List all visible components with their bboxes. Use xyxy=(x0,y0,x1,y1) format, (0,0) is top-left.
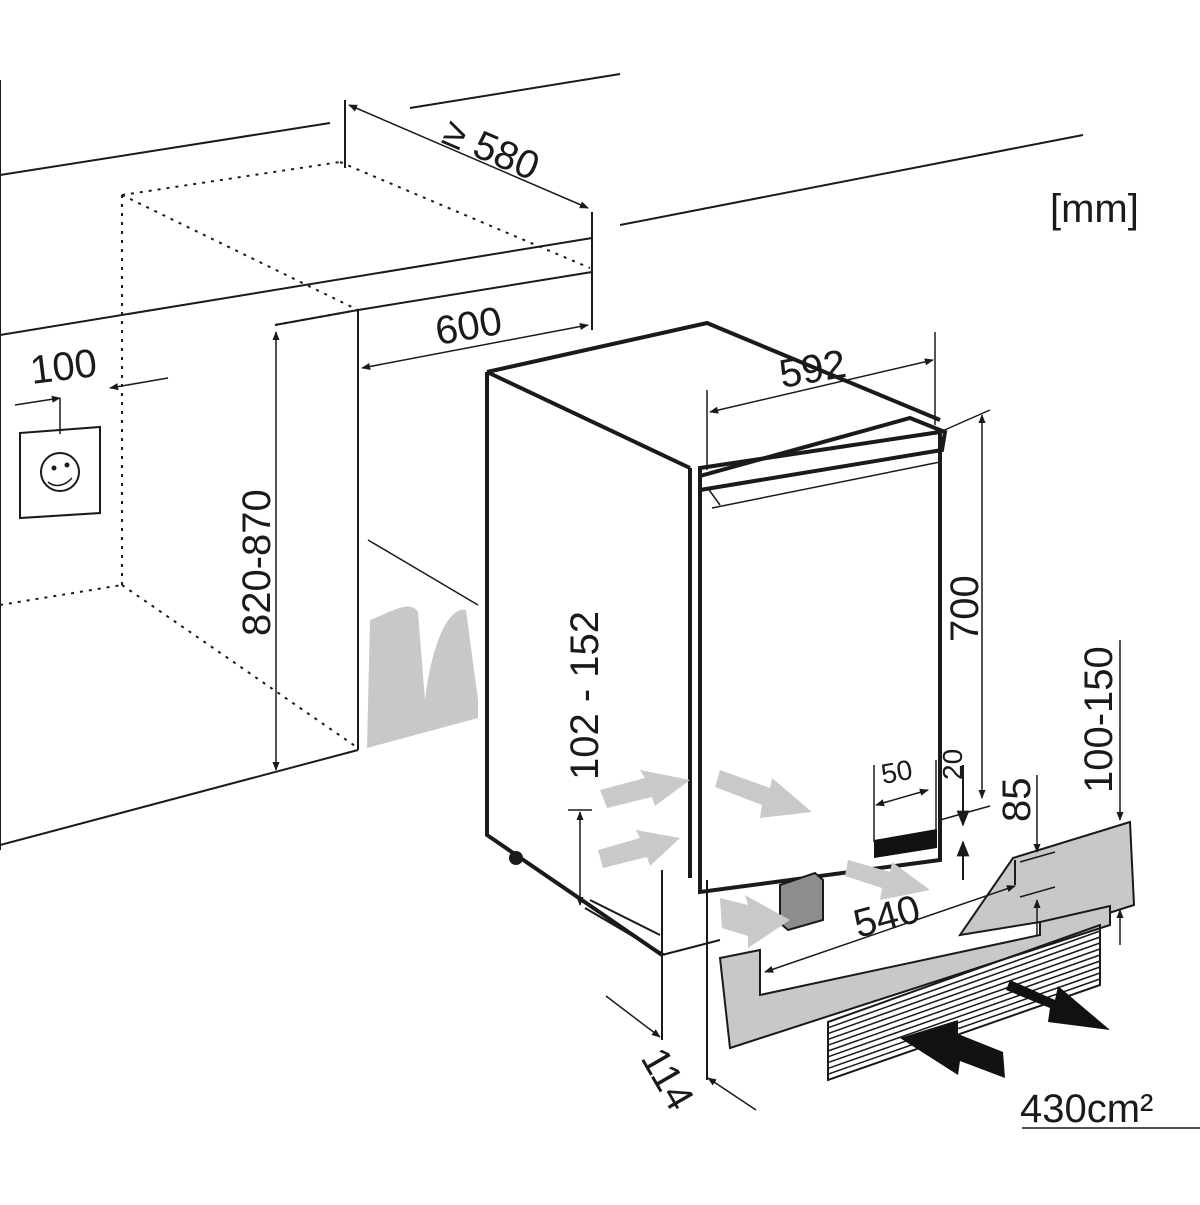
recess-height-label: 820-870 xyxy=(235,489,279,636)
grille-slat xyxy=(827,972,1101,1070)
recess-width-label: 600 xyxy=(432,299,505,354)
floor-lines xyxy=(584,870,721,1080)
plinth-gap-label: 85 xyxy=(995,778,1039,823)
foot-height-label: 102 - 152 xyxy=(563,611,607,780)
grille-slat xyxy=(827,936,1101,1035)
socket-offset-label: 100 xyxy=(28,341,100,393)
grille-slat xyxy=(827,930,1101,1029)
grille-slat xyxy=(827,966,1101,1064)
plinth-width-label: 540 xyxy=(849,887,925,947)
vent-area-label: 430cm² xyxy=(1020,1087,1153,1131)
vent-offset-b-label: 20 xyxy=(937,749,968,780)
appliance-height-label: 700 xyxy=(943,575,987,642)
recess-dotted-outline xyxy=(0,161,591,749)
vent-offset-a-label: 50 xyxy=(879,754,915,790)
recess-depth-label: ≥ 580 xyxy=(436,110,545,190)
worktop-outline xyxy=(0,73,1084,850)
ventilation-slot xyxy=(874,829,937,858)
ventilation-grille xyxy=(827,923,1101,1082)
plinth-height-label: 100-150 xyxy=(1077,646,1121,793)
grille-slat xyxy=(827,942,1101,1041)
grille-slat xyxy=(827,954,1101,1052)
appliance-body xyxy=(485,320,948,957)
grille-slat xyxy=(827,960,1101,1058)
power-socket-icon xyxy=(19,425,101,520)
grille-slat xyxy=(827,948,1101,1046)
air-inlet-arrow-icon xyxy=(598,770,1005,1078)
plinth-depth-label: 114 xyxy=(632,1041,702,1118)
unit-label: [mm] xyxy=(1050,187,1139,231)
recess-wall-lines xyxy=(274,271,593,748)
grille-slat xyxy=(827,978,1101,1075)
dimension-lines xyxy=(14,104,1200,1129)
appliance-depth-label: 592 xyxy=(776,342,849,397)
